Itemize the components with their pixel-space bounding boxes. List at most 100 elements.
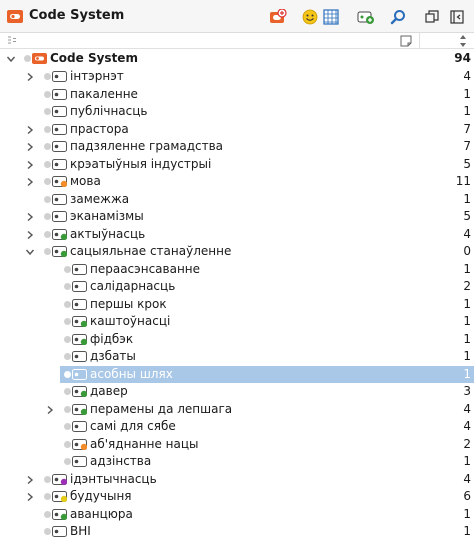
tree-search-icon[interactable] (6, 35, 18, 47)
code-icon (52, 491, 67, 502)
code-count: 1 (463, 297, 471, 311)
code-sets-icon[interactable] (269, 8, 287, 26)
code-label: фідбэк (90, 332, 134, 346)
code-label: актыўнасць (70, 227, 146, 241)
code-icon (52, 176, 67, 187)
code-count: 1 (463, 349, 471, 363)
code-label: самі для сябе (90, 419, 176, 433)
code-icon (72, 264, 87, 275)
code-icon (52, 526, 67, 537)
memo-dot (44, 248, 51, 255)
code-icon (52, 509, 67, 520)
code-label: першы крок (90, 297, 167, 311)
tree-row[interactable]: мова 11 (0, 173, 474, 190)
tree-row[interactable]: аб'яднанне нацы 2 (0, 436, 474, 453)
toolbar-divider (419, 33, 420, 49)
code-count: 1 (463, 454, 471, 468)
memo-dot (64, 283, 71, 290)
tree-row[interactable]: аванцюра 1 (0, 506, 474, 523)
code-label: асобны шлях (90, 367, 173, 381)
chevron-right-icon[interactable] (25, 212, 35, 222)
code-count: 1 (463, 314, 471, 328)
code-icon (52, 211, 67, 222)
memo-dot (44, 143, 51, 150)
code-label: крэатыўныя індустрыі (70, 157, 212, 171)
code-count: 7 (463, 122, 471, 136)
memo-dot (44, 511, 51, 518)
chevron-right-icon[interactable] (25, 142, 35, 152)
memo-dot (44, 493, 51, 500)
table-grid-icon[interactable] (322, 8, 340, 26)
memo-filter-icon[interactable] (400, 35, 412, 47)
code-count: 1 (463, 507, 471, 521)
code-label: мова (70, 174, 101, 188)
search-icon[interactable] (389, 8, 407, 26)
sort-icon[interactable] (457, 34, 469, 48)
code-icon (72, 456, 87, 467)
code-label: адзінства (90, 454, 152, 468)
chevron-right-icon[interactable] (25, 160, 35, 170)
code-count: 2 (463, 279, 471, 293)
chevron-right-icon[interactable] (25, 492, 35, 502)
code-count: 2 (463, 437, 471, 451)
collapse-panel-icon[interactable] (448, 8, 466, 26)
chevron-right-icon[interactable] (25, 475, 35, 485)
window-title: Code System (29, 8, 125, 23)
code-count: 4 (463, 69, 471, 83)
new-code-icon[interactable] (357, 8, 375, 26)
code-count: 5 (463, 209, 471, 223)
code-label: аб'яднанне нацы (90, 437, 199, 451)
memo-dot (44, 213, 51, 220)
tree-row[interactable]: першы крок 1 (0, 296, 474, 313)
chevron-right-icon[interactable] (25, 125, 35, 135)
emoji-icon[interactable] (301, 8, 319, 26)
code-label: эканамізмы (70, 209, 144, 223)
chevron-down-icon[interactable] (25, 247, 35, 257)
chevron-down-icon[interactable] (6, 54, 16, 64)
memo-dot (44, 231, 51, 238)
code-icon (52, 229, 67, 240)
code-count: 1 (463, 262, 471, 276)
code-icon (52, 141, 67, 152)
code-label: аванцюра (70, 507, 133, 521)
restore-window-icon[interactable] (423, 8, 441, 26)
code-icon (72, 439, 87, 450)
tree-row[interactable]: эканамізмы 5 (0, 208, 474, 225)
chevron-right-icon[interactable] (45, 405, 55, 415)
code-label: падзяленне грамадства (70, 139, 224, 153)
memo-dot (64, 423, 71, 430)
tree-root-row[interactable]: Code System 94 (0, 50, 474, 67)
memo-dot (64, 336, 71, 343)
chevron-right-icon[interactable] (25, 72, 35, 82)
memo-dot (44, 178, 51, 185)
code-label: будучыня (70, 489, 132, 503)
code-count: 11 (455, 174, 471, 188)
chevron-right-icon[interactable] (25, 177, 35, 187)
memo-dot (44, 91, 51, 98)
code-label: сацыяльнае станаўленне (70, 244, 232, 258)
chevron-right-icon[interactable] (25, 230, 35, 240)
tree-row[interactable]: адзінства 1 (0, 453, 474, 470)
memo-dot (44, 126, 51, 133)
